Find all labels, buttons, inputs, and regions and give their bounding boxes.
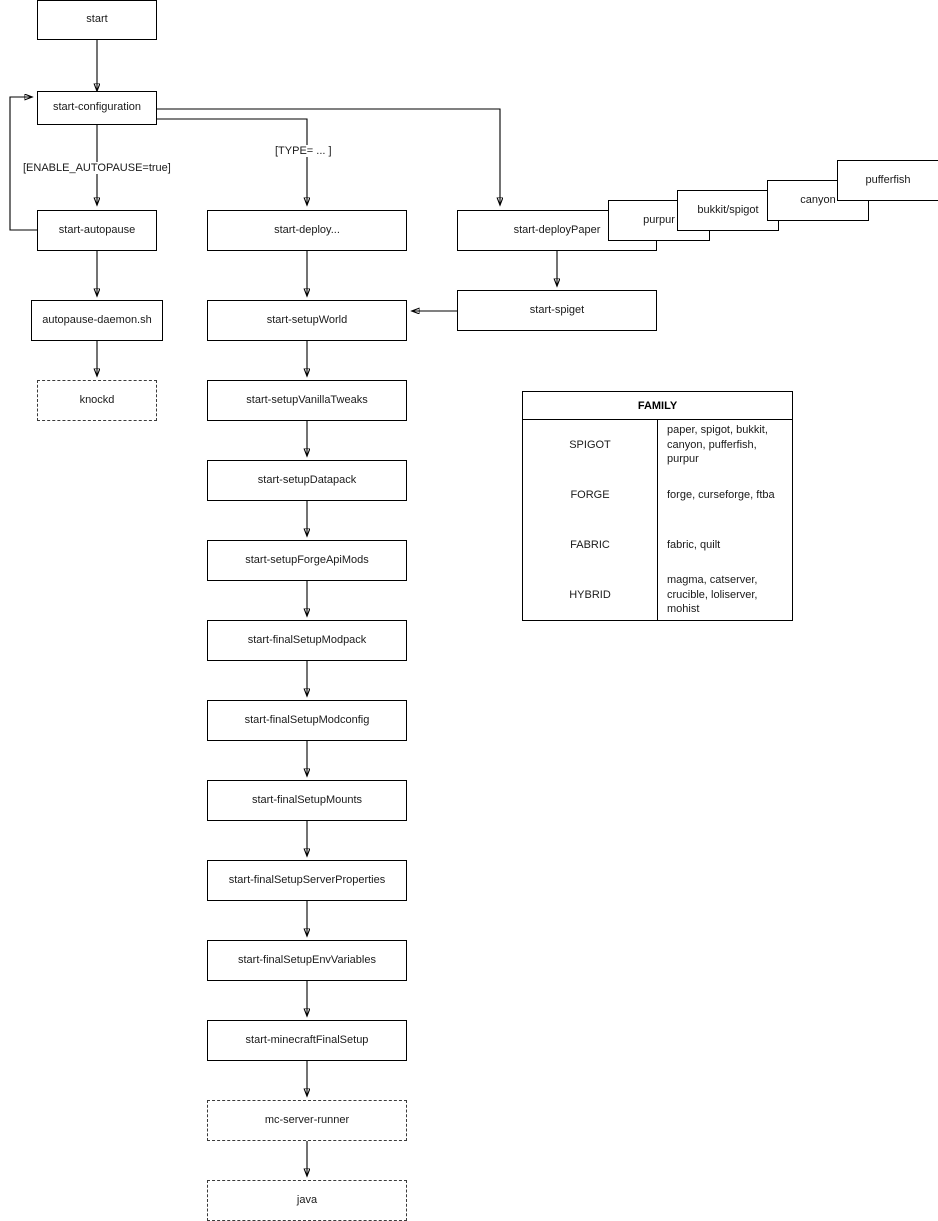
node-pufferfish[interactable]: pufferfish [837, 160, 938, 201]
node-start-final-setup-env-variables[interactable]: start-finalSetupEnvVariables [207, 940, 407, 981]
edge-label-type: [TYPE= ... ] [274, 145, 333, 157]
node-autopause-daemon[interactable]: autopause-daemon.sh [31, 300, 163, 341]
node-start-setup-datapack[interactable]: start-setupDatapack [207, 460, 407, 501]
node-start-final-setup-server-properties[interactable]: start-finalSetupServerProperties [207, 860, 407, 901]
node-start-setup-forge-api-mods[interactable]: start-setupForgeApiMods [207, 540, 407, 581]
family-members: forge, curseforge, ftba [667, 488, 775, 501]
table-row: FABRIC fabric, quilt [523, 520, 792, 570]
edge-configuration-to-deploy [157, 118, 307, 205]
family-name: FORGE [523, 470, 658, 520]
table-row: HYBRID magma, catserver, crucible, lolis… [523, 570, 792, 620]
node-start-final-setup-modconfig[interactable]: start-finalSetupModconfig [207, 700, 407, 741]
node-start-minecraft-final-setup[interactable]: start-minecraftFinalSetup [207, 1020, 407, 1061]
family-name: SPIGOT [523, 419, 658, 470]
family-name: HYBRID [523, 570, 658, 620]
table-row: FORGE forge, curseforge, ftba [523, 470, 792, 520]
node-start-setup-world[interactable]: start-setupWorld [207, 300, 407, 341]
family-members: paper, spigot, bukkit, canyon, pufferfis… [667, 423, 768, 466]
family-legend-table: FAMILY SPIGOT paper, spigot, bukkit, can… [522, 391, 793, 621]
node-start-final-setup-modpack[interactable]: start-finalSetupModpack [207, 620, 407, 661]
family-members: fabric, quilt [667, 538, 721, 551]
node-start-setup-vanilla-tweaks[interactable]: start-setupVanillaTweaks [207, 380, 407, 421]
node-start-spiget[interactable]: start-spiget [457, 290, 657, 331]
node-start-deploy[interactable]: start-deploy... [207, 210, 407, 251]
node-start-autopause[interactable]: start-autopause [37, 210, 157, 251]
node-mc-server-runner[interactable]: mc-server-runner [207, 1100, 407, 1141]
family-members: magma, catserver, crucible, loliserver, … [667, 573, 758, 616]
edge-configuration-to-deploypaper [157, 108, 500, 205]
node-bukkit-spigot[interactable]: bukkit/spigot [677, 190, 779, 231]
node-start-final-setup-mounts[interactable]: start-finalSetupMounts [207, 780, 407, 821]
node-start[interactable]: start [37, 0, 157, 40]
family-table-header: FAMILY [523, 392, 792, 420]
family-table-body: SPIGOT paper, spigot, bukkit, canyon, pu… [523, 419, 792, 620]
family-name: FABRIC [523, 520, 658, 570]
node-start-configuration[interactable]: start-configuration [37, 91, 157, 125]
node-knockd[interactable]: knockd [37, 380, 157, 421]
edge-label-enable-autopause: [ENABLE_AUTOPAUSE=true] [22, 162, 172, 174]
table-row: SPIGOT paper, spigot, bukkit, canyon, pu… [523, 419, 792, 470]
node-java[interactable]: java [207, 1180, 407, 1221]
